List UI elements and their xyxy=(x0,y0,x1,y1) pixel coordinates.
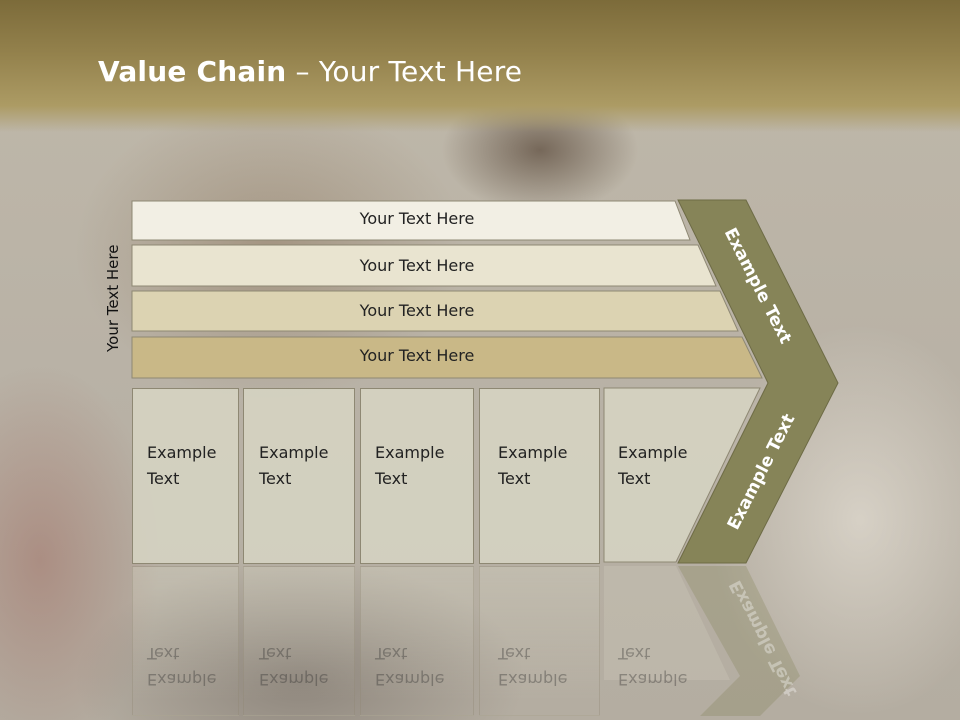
row-bar-4[interactable] xyxy=(131,336,763,379)
reflection-2-line1: Example xyxy=(259,670,329,689)
column-box-1[interactable] xyxy=(132,388,239,564)
chevron-reflection xyxy=(678,566,800,716)
column-box-4[interactable] xyxy=(479,388,600,564)
reflection-4-line2: Text xyxy=(498,644,531,663)
column-box-3[interactable] xyxy=(360,388,474,564)
column-text-2-line1: Example xyxy=(259,443,329,462)
title-bar xyxy=(0,0,960,132)
column-text-5-line2: Text xyxy=(618,469,651,488)
column-reflection-1 xyxy=(132,566,239,716)
title-bold: Value Chain xyxy=(98,55,287,88)
column-reflection-text-5: Example Text xyxy=(618,640,687,692)
column-text-2-line2: Text xyxy=(259,469,292,488)
reflection-4-line1: Example xyxy=(498,670,568,689)
reflection-2-line2: Text xyxy=(259,644,292,663)
row-bar-1[interactable] xyxy=(131,200,691,241)
column-box-2[interactable] xyxy=(243,388,355,564)
reflection-3-line1: Example xyxy=(375,670,445,689)
reflection-3-line2: Text xyxy=(375,644,408,663)
column-text-4-line1: Example xyxy=(498,443,568,462)
row-label-1: Your Text Here xyxy=(359,209,475,228)
row-bar-2[interactable] xyxy=(131,244,717,287)
row-bar-3[interactable] xyxy=(131,290,739,332)
column-reflection-text-2: Example Text xyxy=(259,640,328,692)
column-reflection-5 xyxy=(604,566,730,680)
column-reflection-text-1: Example Text xyxy=(147,640,216,692)
chevron-arrow[interactable] xyxy=(677,199,839,564)
row-label-4: Your Text Here xyxy=(359,346,475,365)
reflection-1-line1: Example xyxy=(147,670,217,689)
column-reflection-text-3: Example Text xyxy=(375,640,444,692)
reflection-5-line2: Text xyxy=(618,644,651,663)
column-box-5[interactable] xyxy=(603,387,761,563)
column-reflection-text-4: Example Text xyxy=(498,640,567,692)
row-label-3: Your Text Here xyxy=(359,301,475,320)
column-text-1-line1: Example xyxy=(147,443,217,462)
column-reflection-2 xyxy=(243,566,355,716)
column-reflection-3 xyxy=(360,566,474,716)
column-text-3-line1: Example xyxy=(375,443,445,462)
title-rest: – Your Text Here xyxy=(286,55,523,88)
column-text-3-line2: Text xyxy=(375,469,408,488)
row-label-2: Your Text Here xyxy=(359,256,475,275)
column-text-4-line2: Text xyxy=(498,469,531,488)
page-title: Value Chain – Your Text Here xyxy=(98,55,522,88)
reflection-5-line1: Example xyxy=(618,670,688,689)
reflection-1-line2: Text xyxy=(147,644,180,663)
column-text-1-line2: Text xyxy=(147,469,180,488)
column-text-5-line1: Example xyxy=(618,443,688,462)
column-reflection-4 xyxy=(479,566,600,716)
